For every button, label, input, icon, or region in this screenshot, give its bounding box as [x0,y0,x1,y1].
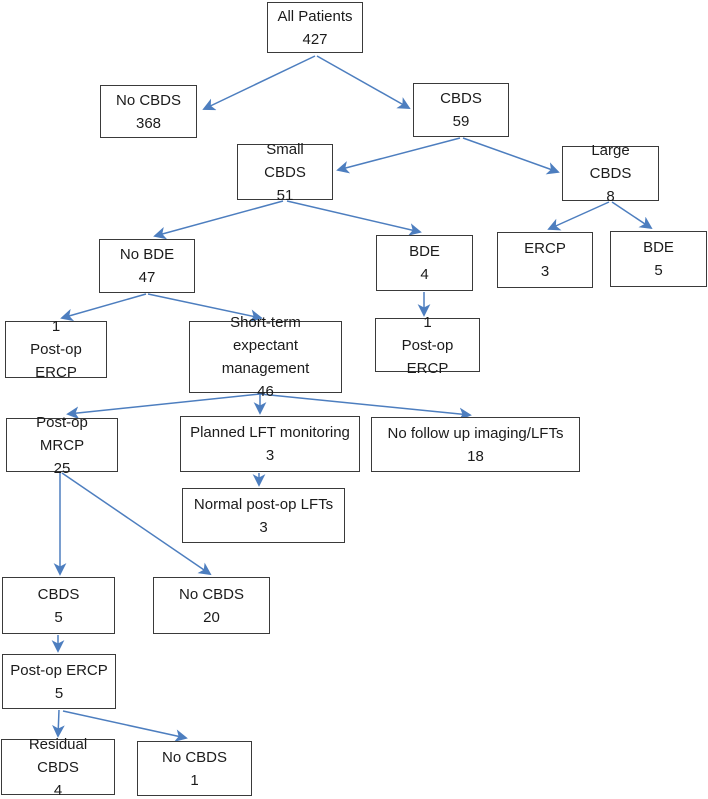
node-value: 59 [452,113,470,130]
node-no-cbds: No CBDS 368 [100,85,197,138]
arrow-all-patients-cbds [316,55,411,109]
node-value: 8 [606,188,615,205]
node-value: 4 [53,781,63,799]
arrow-cbds-large-cbds [462,137,560,175]
node-value: 18 [467,447,484,465]
arrow-postop-mrcp-no-cbds-20 [61,472,212,576]
node-value: 46 [257,383,274,400]
node-no-cbds-20: No CBDS 20 [153,577,270,634]
node-value: 427 [302,30,328,48]
node-label: CBDS [440,90,482,107]
arrow-all-patients-no-cbds [202,55,316,111]
node-all-patients: All Patients 427 [267,2,363,53]
node-label: Post-op ERCP [30,341,82,381]
node-label: Post-op ERCP [401,336,454,377]
node-label: Small CBDS [264,140,306,181]
node-value: 1 [423,313,432,331]
node-bde-4: BDE 4 [376,235,473,291]
node-cbds: CBDS 59 [413,83,509,137]
node-small-cbds: Small CBDS 51 [237,141,333,204]
arrow-postop-ercp-5-no-cbds-1 [62,710,188,742]
node-label: Normal post-op LFTs [193,495,334,513]
node-value: 20 [203,608,220,626]
node-value: 5 [54,608,63,626]
node-label: Residual CBDS [28,735,88,776]
node-label: Planned LFT monitoring [190,424,350,441]
node-value: 25 [53,459,71,477]
arrow-large-cbds-ercp-3 [547,201,610,231]
node-bde-5: BDE 5 [610,231,707,287]
node-value: 3 [259,518,268,536]
node-planned-lft-monitoring: Planned LFT monitoring 3 [180,416,360,472]
node-label: Large CBDS [589,142,632,182]
arrow-short-term-no-followup [259,393,472,421]
node-postop-ercp-5: Post-op ERCP 5 [2,654,116,709]
node-value: 51 [276,186,294,204]
node-label: ERCP [524,240,566,257]
node-label: No CBDS [178,585,245,603]
node-label: No CBDS [161,748,228,766]
arrow-short-term-postop-mrcp [66,393,261,420]
node-label: Short-term expectant management [221,314,310,377]
node-value: 3 [265,447,275,464]
node-no-cbds-1: No CBDS 1 [137,741,252,796]
arrow-small-cbds-bde-4 [286,200,422,236]
node-value: 1 [51,318,61,335]
node-label: No CBDS [115,91,182,109]
node-label: CBDS [37,585,80,603]
node-no-followup-imaging-lfts: No follow up imaging/LFTs 18 [371,417,580,472]
node-value: 5 [654,262,663,279]
node-label: All Patients [277,7,353,25]
arrow-small-cbds-no-bde [153,200,284,240]
node-value: 47 [138,269,156,286]
node-label: No BDE [119,246,175,263]
node-label: No follow up imaging/LFTs [387,424,564,442]
node-cbds-5: CBDS 5 [2,577,115,634]
node-large-cbds: Large CBDS 8 [562,142,659,205]
arrow-cbds-small-cbds [336,137,461,174]
node-ercp-3: ERCP 3 [497,232,593,288]
node-short-term-expectant-management: Short-term expectant management 46 [189,314,342,400]
node-label: Post-op ERCP [10,661,108,679]
node-value: 4 [420,266,429,283]
node-postop-ercp-1-right: 1 Post-op ERCP [375,314,480,377]
node-postop-mrcp: Post-op MRCP 25 [6,414,118,477]
arrow-no-bde-postop-ercp-1 [60,293,147,322]
node-value: 3 [540,263,550,280]
node-label: Post-op MRCP [36,413,88,454]
node-value: 1 [190,771,199,789]
node-label: BDE [643,239,674,256]
arrow-postop-ercp-5-residual [52,709,65,738]
arrow-no-bde-short-term [147,293,263,322]
node-no-bde: No BDE 47 [99,239,195,293]
node-value: 368 [135,114,162,132]
node-value: 5 [54,684,64,702]
node-normal-postop-lfts: Normal post-op LFTs 3 [182,488,345,543]
arrow-large-cbds-bde-5 [611,201,653,230]
node-postop-ercp-1-left: 1 Post-op ERCP [5,318,107,381]
node-label: BDE [409,243,440,260]
node-residual-cbds: Residual CBDS 4 [1,736,115,799]
